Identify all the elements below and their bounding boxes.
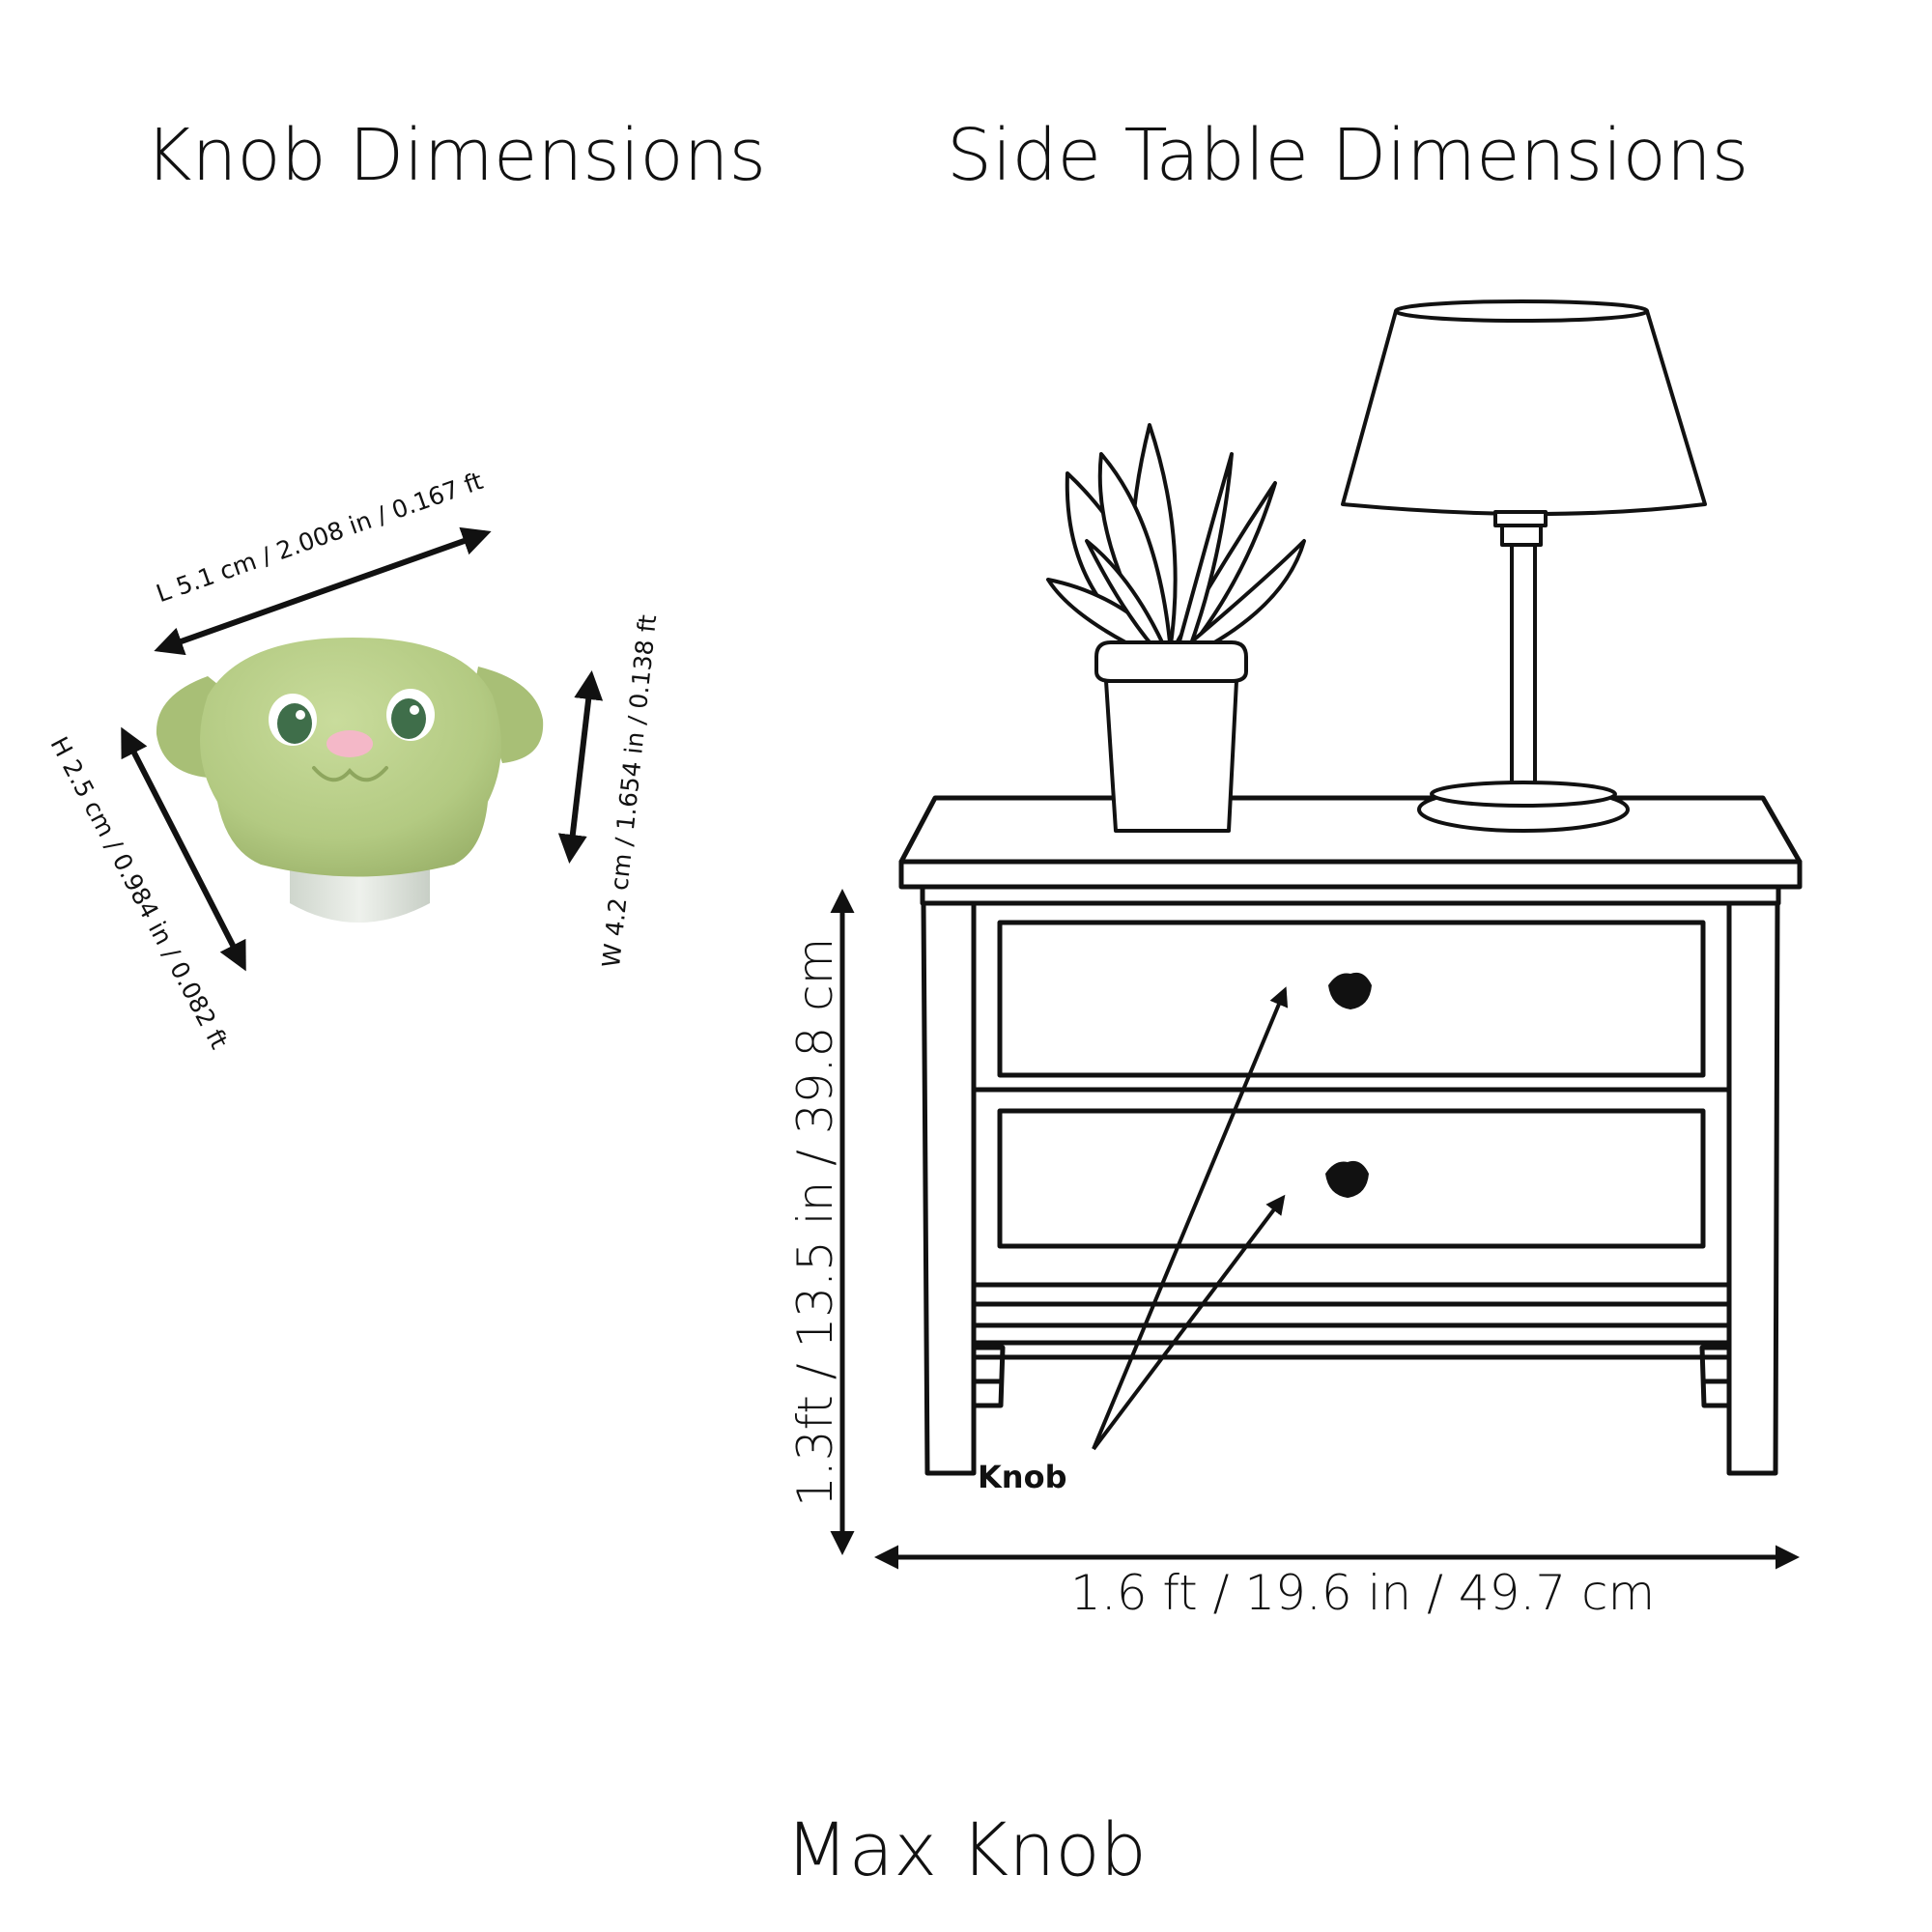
table-right-leg (1726, 900, 1780, 1476)
knob-right-ear (473, 667, 544, 763)
knob-callout-arrow-top (1092, 986, 1289, 1450)
table-lamp (1341, 299, 1707, 833)
side-table-drawing (898, 795, 1803, 1476)
knob-height-arrow (121, 726, 246, 972)
side-table-dimensions-heading: Side Table Dimensions (947, 114, 1749, 197)
drawer-knob-bottom (1325, 1160, 1369, 1198)
knob-callout-arrow-bottom (1092, 1194, 1286, 1451)
knob-length-arrow (154, 526, 492, 656)
knob-mouth (312, 766, 388, 782)
knob-width-arrow (557, 670, 604, 864)
knob-dimensions-heading: Knob Dimensions (145, 114, 767, 197)
drawer-knob-top (1328, 972, 1372, 1009)
knob-callout-label: Knob (978, 1459, 1067, 1495)
table-left-leg (921, 900, 977, 1476)
table-width-label: 1.6 ft / 19.6 in / 49.7 cm (1070, 1565, 1656, 1621)
knob-left-eye (269, 694, 317, 746)
potted-plant (1046, 423, 1306, 833)
product-name: Max Knob (784, 1806, 1148, 1892)
knob-product-image (156, 638, 544, 923)
knob-nose (327, 730, 373, 757)
knob-right-eye (386, 689, 435, 741)
table-height-label: 1.3ft / 13.5 in / 39.8 cm (787, 937, 843, 1507)
